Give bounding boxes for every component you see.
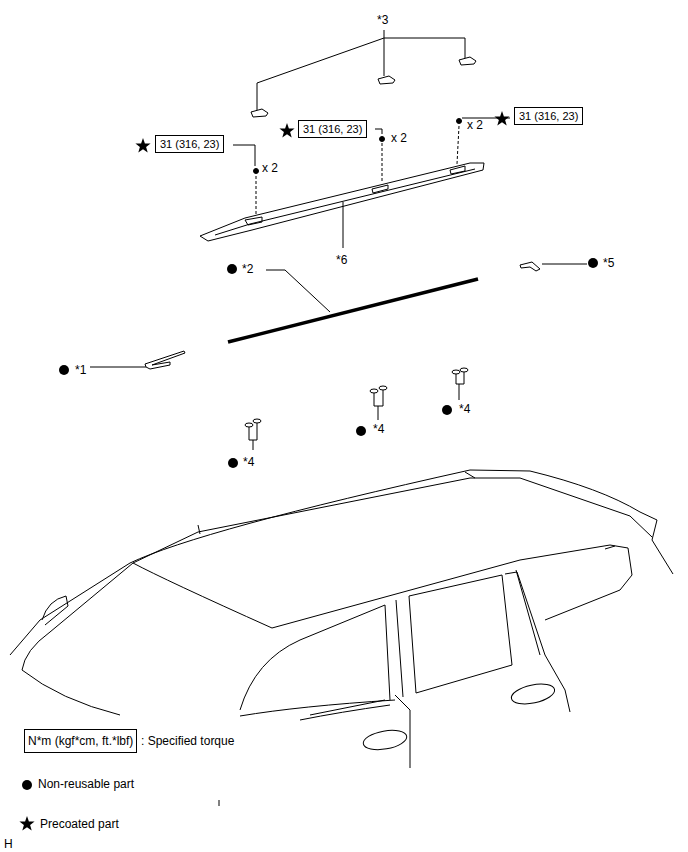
legend-text: Non-reusable part [38, 777, 134, 791]
quantity: x 2 [262, 161, 278, 175]
quantity: x 2 [467, 118, 483, 132]
callout-number: *6 [336, 253, 347, 267]
torque-value: 31 (316, 23) [303, 123, 362, 135]
torque-value: 31 (316, 23) [519, 110, 578, 122]
torque-value: N*m (kgf*cm, ft.*lbf) [28, 734, 133, 748]
legend-torque-box: N*m (kgf*cm, ft.*lbf) [24, 729, 137, 753]
callout-number: *4 [373, 422, 384, 436]
quantity: x 2 [391, 131, 407, 145]
torque-box: 31 (316, 23) [514, 107, 583, 125]
callout-number: *4 [243, 455, 254, 469]
legend-text: : Specified torque [141, 734, 234, 748]
legend-text: Precoated part [40, 817, 119, 831]
torque-box: 31 (316, 23) [155, 135, 224, 153]
callout-number: *1 [75, 363, 86, 377]
callout-number: *5 [603, 256, 614, 270]
callout-number: *2 [242, 262, 253, 276]
callout-number: *4 [459, 402, 470, 416]
torque-value: 31 (316, 23) [160, 138, 219, 150]
callout-number: *3 [377, 13, 388, 27]
torque-box: 31 (316, 23) [298, 120, 367, 138]
figure-code: H [4, 837, 13, 851]
